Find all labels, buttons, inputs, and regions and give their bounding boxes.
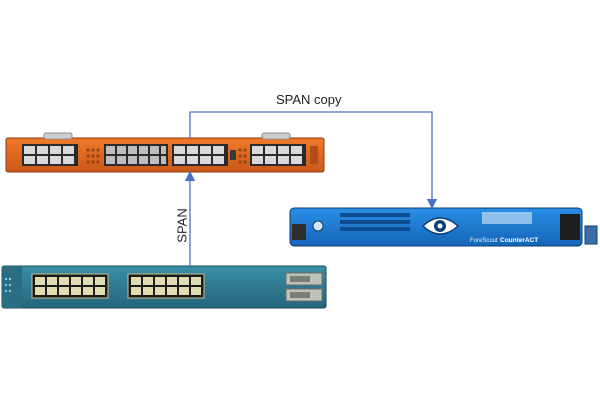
broker-right-ports — [250, 144, 306, 166]
switch-port-group-1 — [31, 273, 109, 299]
eye-logo-icon — [421, 217, 460, 235]
access-switch-device — [1, 265, 327, 309]
span-copy-arrow — [189, 111, 438, 210]
broker-left-ports — [22, 144, 78, 166]
switch-port-group-2 — [127, 273, 205, 299]
counteract-appliance-device: ForeScout CounterACT — [289, 207, 598, 247]
broker-sfp-ports — [104, 144, 168, 166]
switch-uplink-modules — [285, 272, 323, 302]
packet-broker-device — [5, 132, 325, 173]
span-label: SPAN — [174, 208, 190, 243]
broker-center-ports — [172, 144, 236, 166]
span-copy-label: SPAN copy — [276, 92, 342, 107]
appliance-product-text: CounterACT — [500, 237, 538, 244]
appliance-brand-text: ForeScout — [470, 238, 498, 244]
